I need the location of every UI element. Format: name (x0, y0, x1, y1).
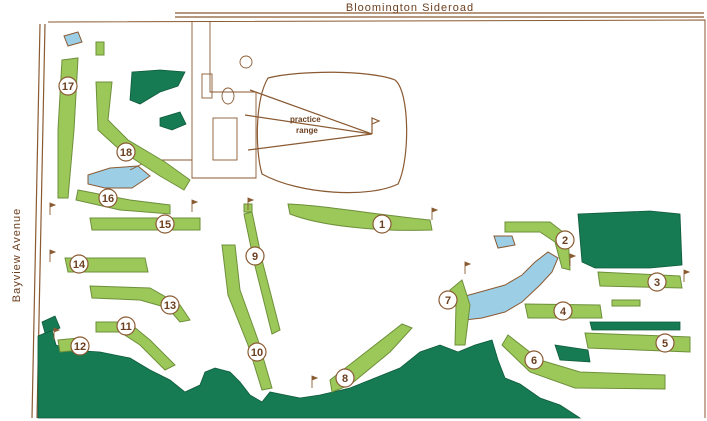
practice-range (244, 71, 408, 194)
small-pond-1 (63, 31, 83, 47)
northeast-forest (577, 210, 683, 269)
flag-hole-2 (569, 253, 577, 266)
range-line-2 (244, 114, 373, 135)
fairway-hole-16 (75, 189, 171, 215)
hole-marker-6[interactable] (524, 350, 544, 370)
hole-number-16: 16 (102, 193, 114, 205)
property-boundary (47, 19, 706, 418)
range-line-3 (247, 133, 373, 151)
small-woodlot-4 (159, 111, 187, 131)
fairway-hole-15 (89, 217, 201, 231)
fairway-hole-13 (89, 285, 191, 323)
fairway-hole-2 (504, 221, 571, 271)
hole-number-11: 11 (120, 321, 132, 333)
hole-marker-7[interactable] (438, 290, 458, 310)
hole-marker-17[interactable] (58, 76, 78, 96)
range-flag (371, 117, 381, 134)
bloomington-sideroad-label: Bloomington Sideroad (346, 2, 474, 14)
fairway-hole-3 (597, 271, 683, 289)
bayview-avenue-label: Bayview Avenue (11, 208, 23, 303)
hole-marker-3[interactable] (647, 272, 667, 292)
clubhouse-building (212, 117, 238, 161)
fairway-hole-6 (501, 334, 666, 390)
hole-number-1: 1 (379, 219, 385, 231)
hole-number-12: 12 (74, 341, 86, 353)
practice-range-label-line1: practice (290, 115, 321, 124)
flag-hole-1 (431, 207, 439, 220)
hole-number-14: 14 (73, 259, 86, 271)
hole-number-17: 17 (62, 81, 74, 93)
fairway-hole-1 (287, 203, 433, 231)
roads (31, 12, 706, 419)
hole-number-7: 7 (445, 295, 451, 307)
hole-marker-5[interactable] (655, 333, 675, 353)
bayview-road-line-1 (31, 23, 41, 419)
north-woodlot (129, 69, 186, 105)
hole-marker-8[interactable] (335, 368, 355, 388)
hole-marker-9[interactable] (245, 246, 265, 266)
hole-markers (58, 76, 675, 388)
clubhouse-area (129, 22, 257, 179)
hole-marker-18[interactable] (116, 142, 136, 162)
tee-4 (611, 299, 641, 307)
hole-number-15: 15 (159, 219, 171, 231)
hole-marker-2[interactable] (555, 230, 575, 250)
service-building (221, 87, 235, 105)
central-pond (455, 251, 559, 321)
hole-marker-14[interactable] (69, 254, 89, 274)
hole-marker-1[interactable] (372, 214, 392, 234)
clubhouse-boundary (191, 22, 257, 179)
hole-marker-15[interactable] (155, 214, 175, 234)
hole-marker-11[interactable] (116, 316, 136, 336)
hole-numbers: 1 2 3 4 5 6 7 8 9 10 11 12 13 14 15 16 1… (62, 81, 668, 385)
range-boundary (256, 71, 408, 194)
hole-number-13: 13 (164, 300, 176, 312)
hole-number-10: 10 (251, 347, 263, 359)
small-woodlot-2 (554, 344, 591, 363)
water-features (63, 31, 559, 321)
small-woodlot-3 (589, 321, 681, 331)
fairway-hole-10 (221, 244, 273, 391)
flag-hole-15 (49, 202, 57, 215)
fairway-hole-18 (95, 81, 191, 191)
hole-marker-13[interactable] (160, 295, 180, 315)
maintenance-building (201, 73, 213, 99)
practice-range-label-line2: range (296, 126, 318, 135)
pond-hole-16 (87, 165, 151, 189)
flag-hole-7 (464, 261, 472, 274)
pro-shop (239, 55, 253, 69)
hole-marker-4[interactable] (553, 301, 573, 321)
flag-hole-16 (191, 199, 199, 212)
flag-hole-14 (49, 249, 57, 262)
hole-number-6: 6 (531, 355, 537, 367)
hole-marker-12[interactable] (70, 336, 90, 356)
flag-hole-8 (311, 375, 319, 388)
fairway-hole-7 (449, 279, 471, 346)
flag-hole-12 (53, 327, 61, 340)
range-line-1 (249, 89, 373, 135)
hole-number-9: 9 (252, 251, 258, 263)
hole-flags (49, 197, 691, 388)
flag-hole-3 (683, 269, 691, 282)
hole-number-2: 2 (562, 235, 568, 247)
hole-number-3: 3 (654, 277, 660, 289)
south-forest (37, 329, 582, 419)
tee-17 (95, 41, 105, 56)
small-pond-2 (493, 235, 516, 249)
hole-number-5: 5 (662, 338, 668, 350)
hole-marker-16[interactable] (98, 188, 118, 208)
flag-hole-9 (247, 197, 255, 210)
hole-number-8: 8 (342, 373, 348, 385)
hole-number-18: 18 (120, 147, 132, 159)
hole-number-4: 4 (560, 306, 567, 318)
hole-marker-10[interactable] (247, 342, 267, 362)
